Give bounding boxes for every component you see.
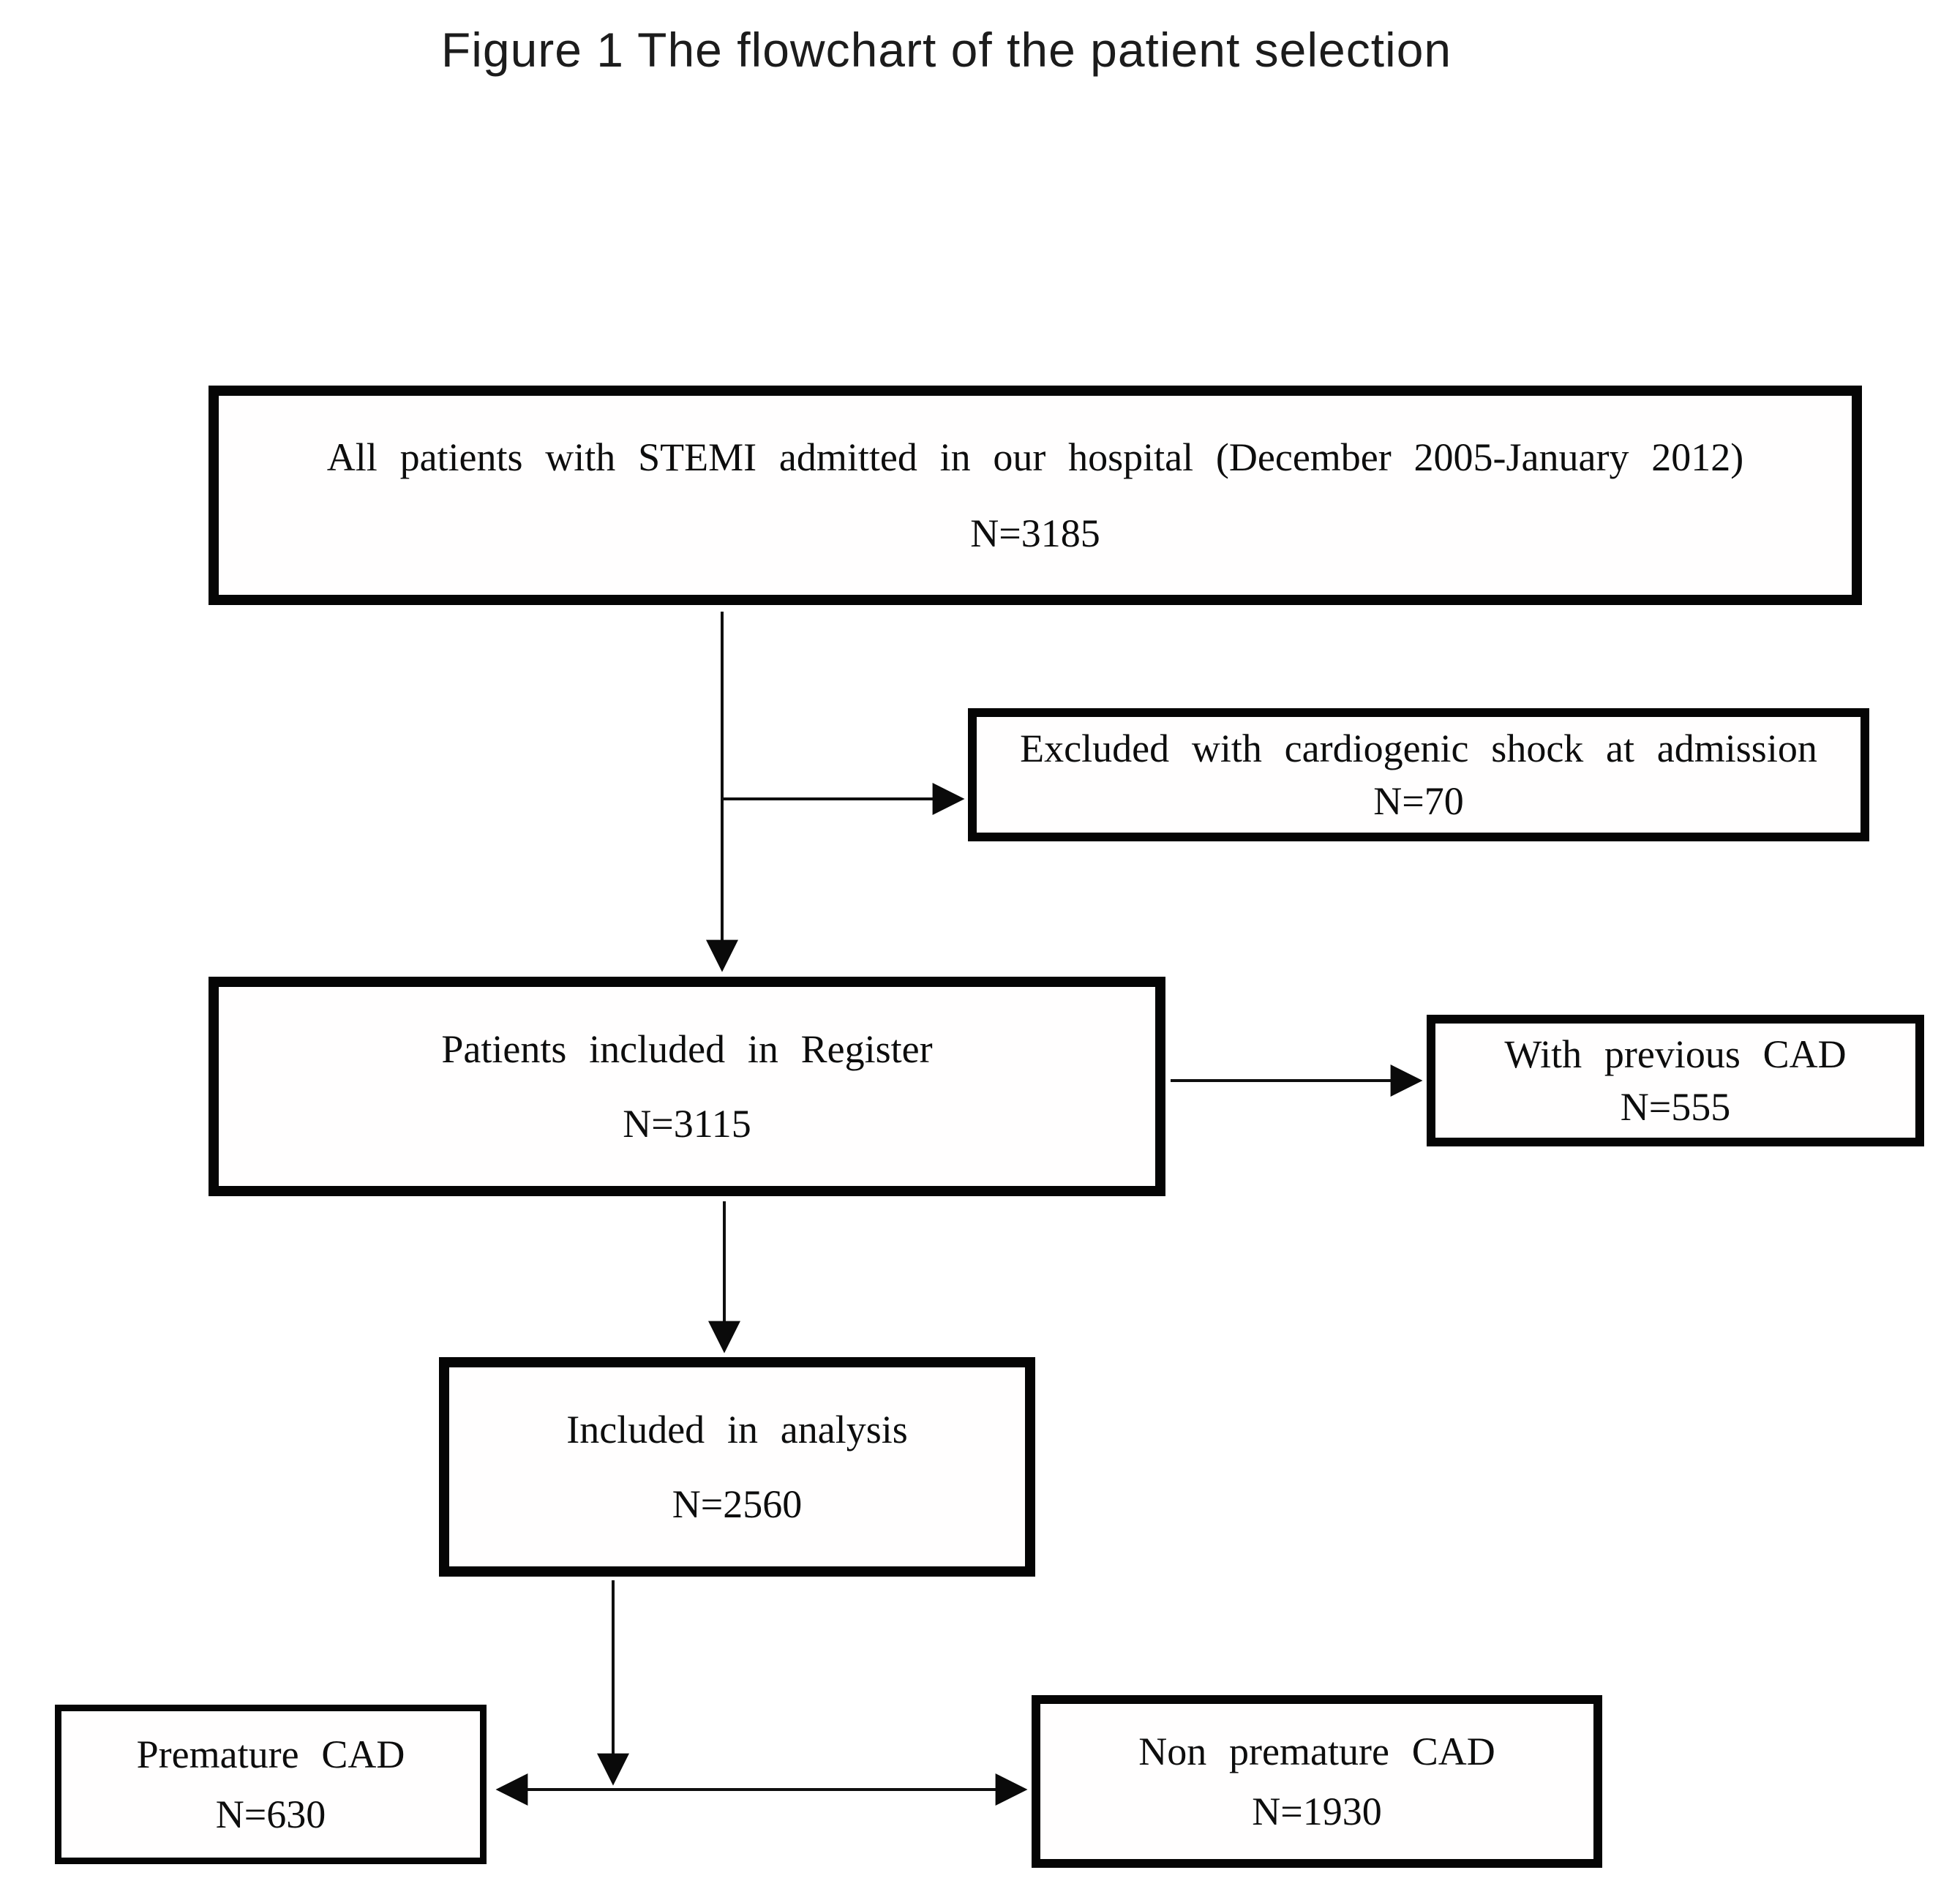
node-count: N=555 [1620, 1085, 1731, 1129]
figure-title: Figure 1 The flowchart of the patient se… [440, 23, 1452, 77]
node-count: N=2560 [672, 1482, 803, 1526]
node-label: Premature CAD [136, 1732, 405, 1776]
node-excluded-cardiogenic-shock: Excluded with cardiogenic shock at admis… [968, 708, 1869, 841]
node-count: N=630 [215, 1792, 326, 1836]
node-non-premature-cad: Non premature CAD N=1930 [1032, 1695, 1602, 1868]
node-count: N=70 [1373, 779, 1464, 823]
node-label: With previous CAD [1504, 1032, 1847, 1076]
node-with-previous-cad: With previous CAD N=555 [1427, 1015, 1924, 1146]
node-included-in-analysis: Included in analysis N=2560 [439, 1357, 1035, 1577]
node-count: N=3185 [970, 511, 1100, 555]
node-label: All patients with STEMI admitted in our … [326, 435, 1744, 479]
node-label: Patients included in Register [441, 1026, 933, 1071]
node-patients-included-in-register: Patients included in Register N=3115 [209, 977, 1165, 1196]
node-label: Non premature CAD [1138, 1729, 1495, 1773]
node-count: N=3115 [623, 1102, 751, 1146]
node-label: Included in analysis [566, 1407, 908, 1452]
node-label: Excluded with cardiogenic shock at admis… [1020, 726, 1817, 770]
node-all-patients: All patients with STEMI admitted in our … [209, 386, 1862, 605]
node-count: N=1930 [1252, 1790, 1382, 1833]
node-premature-cad: Premature CAD N=630 [55, 1705, 487, 1864]
